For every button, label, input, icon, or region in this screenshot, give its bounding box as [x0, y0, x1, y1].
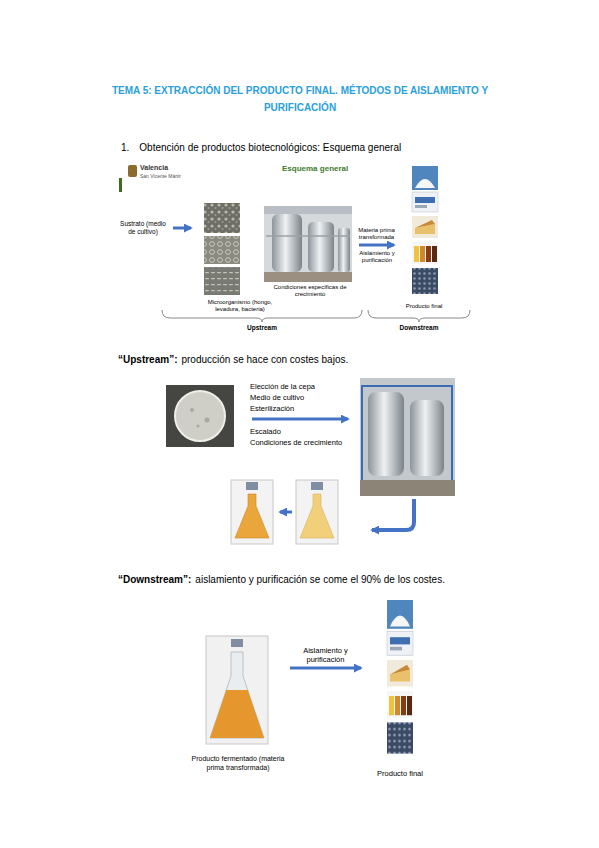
bioreactor-ceiling: [264, 206, 352, 214]
figure-caption: Producto fermentado (materia prima trans…: [191, 755, 285, 772]
photo-icon: [231, 639, 243, 647]
flask: [210, 652, 264, 738]
body-text: “Upstream”:: [118, 354, 177, 366]
arrow-label: Materia prima transformada: [353, 227, 401, 241]
body-text: “Downstream”:: [118, 574, 191, 586]
text-line: “Upstream”: producción se hace con costes…: [118, 354, 348, 366]
fungus-photo: [204, 203, 240, 233]
bracket-label: Downstream: [389, 324, 449, 332]
bacteria-photo: [204, 267, 240, 295]
fermenter-tank: [308, 222, 334, 272]
downstream-bracket: [368, 310, 470, 322]
product-photos: [412, 166, 438, 294]
fermented-product-figure: Producto fermentado (materia prima trans…: [191, 634, 285, 772]
petri-photo: [166, 385, 234, 447]
step-text: Condiciones de crecimiento: [250, 438, 342, 447]
substrate-label: Sustrato (medio de cultivo): [118, 216, 168, 240]
process-arrow: [280, 511, 292, 514]
colony: [205, 418, 210, 423]
photo-icon: [311, 482, 323, 490]
flask-photo: [231, 480, 273, 544]
step-text: Esterilización: [250, 404, 294, 413]
slide-accent-bar: [119, 178, 122, 192]
body-text: Obtención de productos biotecnológicos: …: [139, 142, 401, 154]
flow-arrow: [173, 227, 191, 230]
flask-photo: [296, 480, 338, 544]
fermenter-tank: [272, 214, 302, 272]
flow-arrow: [290, 667, 361, 670]
microorganism-figure: Microorganismo (hongo, levadura, bacteri…: [196, 200, 284, 313]
arrow-label: Aislamiento y purificación: [291, 646, 361, 664]
figure-caption: Condiciones específicas de crecimiento: [266, 284, 354, 298]
fermented-liquid: [210, 690, 264, 738]
flow-arrow: [359, 244, 394, 247]
petri-dish: [175, 391, 225, 441]
flask-photo: [206, 636, 268, 744]
page-title: TEMA 5: EXTRACCIÓN DEL PRODUCTO FINAL. M…: [90, 82, 510, 116]
floor: [360, 480, 455, 496]
figure-caption: Sustrato (medio de cultivo): [118, 220, 168, 236]
logo-text: Valencia: [140, 164, 168, 172]
colony: [197, 425, 200, 428]
figure-caption: Producto final: [366, 769, 434, 778]
text-line: 1. Obtención de productos biotecnológicos…: [121, 142, 401, 154]
bracket-label: Upstream: [232, 324, 292, 332]
step-text: Medio de cultivo: [250, 393, 304, 402]
bioreactor-photo: [264, 206, 352, 282]
tank-frame: [362, 386, 452, 486]
product-figure: Producto final: [399, 164, 449, 310]
body-text: 1.: [121, 142, 129, 154]
logo-subtext: San Vicente Mártir: [140, 173, 181, 179]
process-arrow: [372, 499, 414, 530]
figure-caption: Producto final: [399, 303, 449, 310]
text-line: “Downstream”: aislamiento y purificación …: [118, 574, 445, 586]
arrow-note: Aislamiento y purificación: [352, 250, 402, 264]
product-photos: [387, 600, 413, 754]
process-arrow: [252, 418, 348, 421]
photo-icon: [246, 482, 258, 490]
bioreactor-figure: Condiciones específicas de crecimiento: [266, 204, 354, 298]
fermenter-tank: [368, 392, 404, 476]
flask: [300, 494, 334, 538]
body-text: aislamiento y purificación se come el 90…: [195, 574, 445, 586]
pipe: [266, 235, 350, 237]
figure-caption: Microorganismo (hongo, levadura, bacteri…: [196, 299, 284, 313]
body-text: producción se hace con costes bajos.: [181, 354, 348, 366]
yeast-photo: [204, 236, 240, 264]
bioreactor-photo: [360, 378, 455, 496]
step-text: Escalado: [250, 427, 281, 436]
fermenter-tank: [410, 400, 444, 476]
floor: [264, 272, 352, 282]
flask: [235, 494, 269, 538]
product-figure: Producto final: [366, 598, 434, 778]
slide-heading: Esquema general: [282, 164, 348, 174]
fermenter-tank: [338, 228, 350, 272]
step-text: Elección de la cepa: [250, 382, 315, 391]
university-emblem: [128, 165, 137, 177]
colony: [190, 408, 194, 412]
